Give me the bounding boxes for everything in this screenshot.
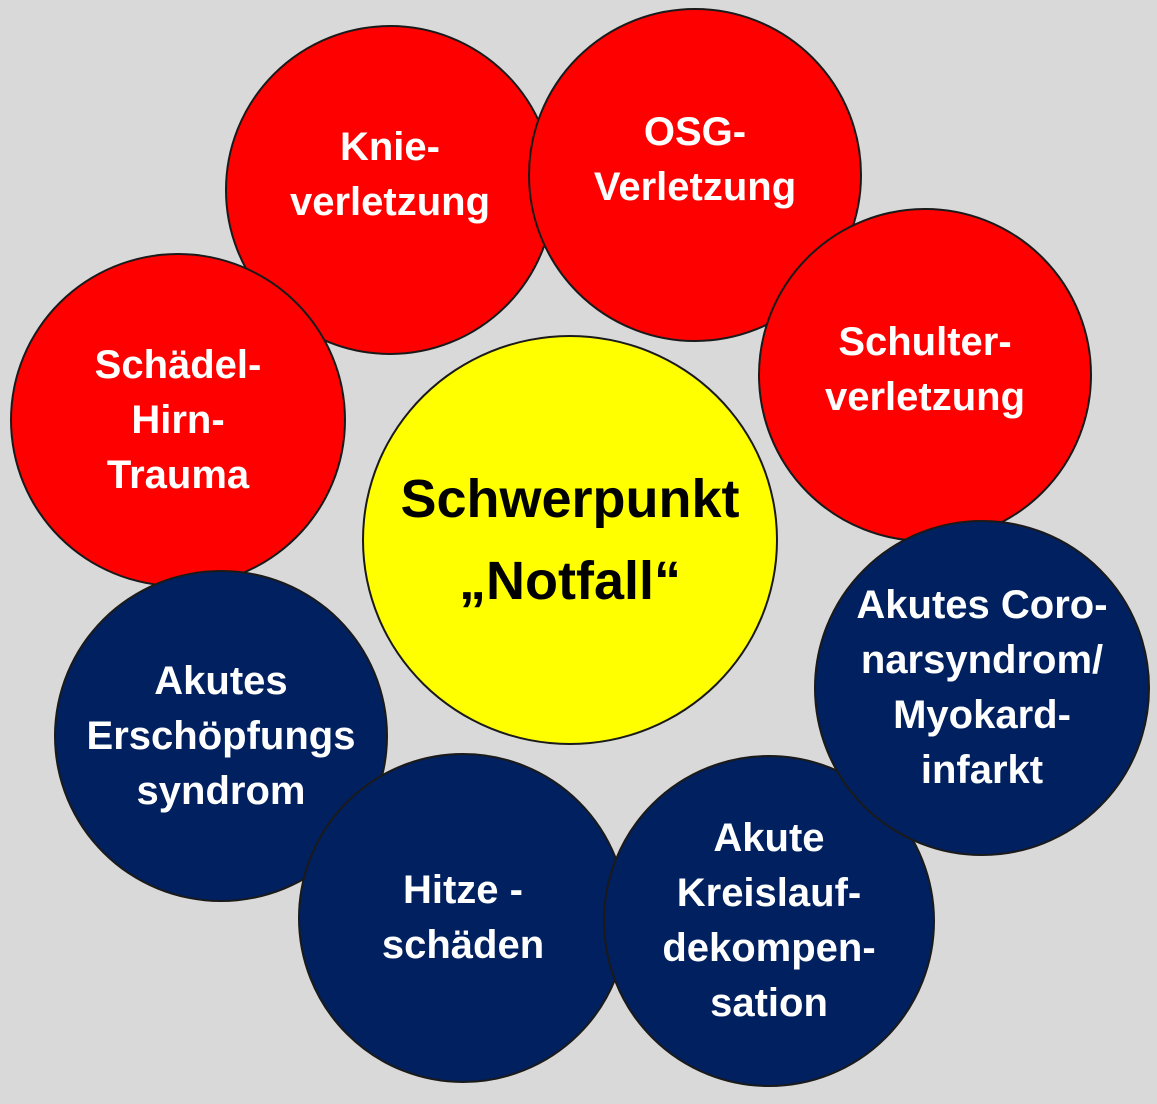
circle-label: Akutes Erschöpfungs syndrom [86, 658, 356, 813]
circle-label: Schulter- verletzung [824, 320, 1026, 419]
circle-label: Knie- verletzung [289, 125, 491, 224]
circle-coronarsyndrom: Akutes Coro- narsyndrom/ Myokard- infark… [814, 520, 1150, 856]
circle-label: Hitze - schäden [381, 868, 545, 967]
circle-hitzeschaeden: Hitze - schäden [298, 753, 628, 1083]
circle-label: Akute Kreislauf- dekompen- sation [662, 816, 876, 1025]
circle-label: OSG- Verletzung [593, 110, 797, 209]
circle-label: Akutes Coro- narsyndrom/ Myokard- infark… [856, 583, 1108, 792]
center-label: Schwerpunkt „Notfall“ [400, 469, 740, 611]
circle-label: Schädel- Hirn- Trauma [94, 342, 262, 497]
circle-schaedel-hirn-trauma: Schädel- Hirn- Trauma [10, 253, 346, 587]
circle-erschoepfungssyndrom: Akutes Erschöpfungs syndrom [54, 570, 388, 902]
center-circle-notfall: Schwerpunkt „Notfall“ [362, 335, 778, 745]
circle-schulterverletzung: Schulter- verletzung [758, 208, 1092, 542]
